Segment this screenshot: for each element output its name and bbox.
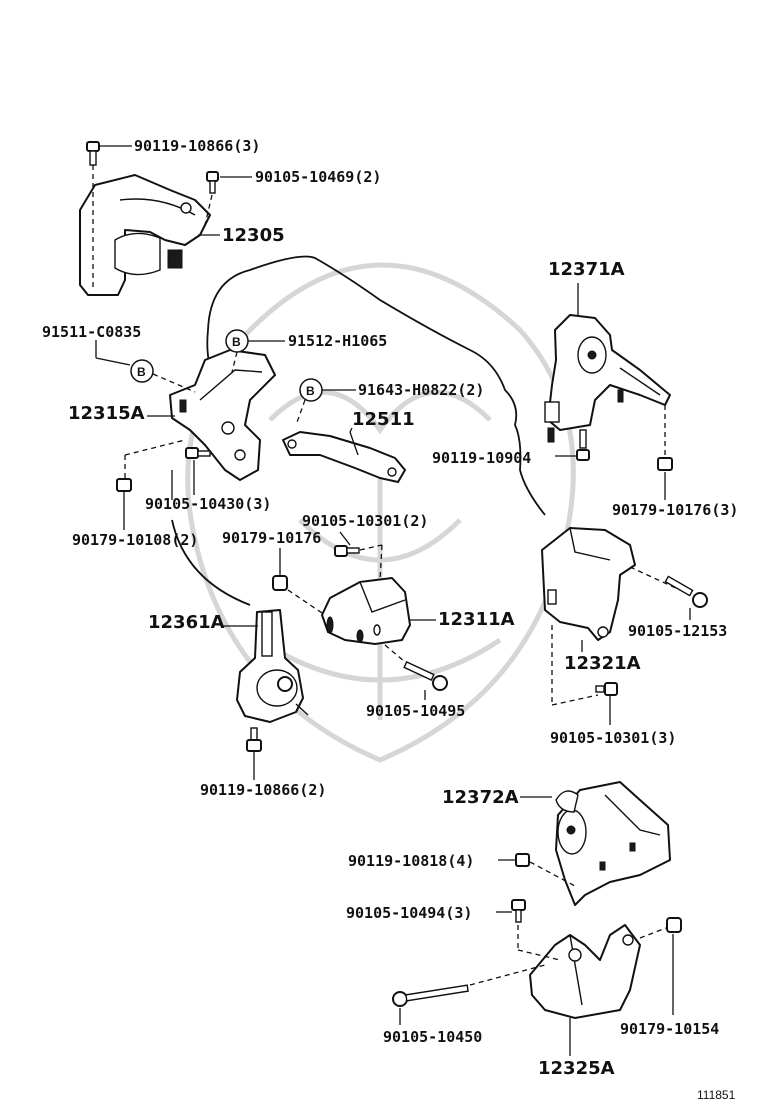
nut-icon bbox=[666, 917, 682, 933]
label-90119-10818-4: 90119-10818(4) bbox=[348, 852, 474, 870]
svg-text:B: B bbox=[232, 335, 241, 349]
bolt-icon bbox=[185, 447, 211, 459]
bolt-icon bbox=[392, 984, 469, 1007]
engine-outline bbox=[207, 255, 546, 516]
label-12371A: 12371A bbox=[548, 259, 625, 280]
nut-icon bbox=[272, 575, 288, 591]
bolt-icon bbox=[511, 899, 526, 923]
engine-mount-12311A bbox=[321, 577, 411, 645]
svg-text:B: B bbox=[137, 365, 146, 379]
label-90105-10430-3: 90105-10430(3) bbox=[145, 495, 271, 513]
label-90179-10176-3: 90179-10176(3) bbox=[612, 501, 738, 519]
label-12321A: 12321A bbox=[564, 653, 641, 674]
engine-mount-12371A bbox=[544, 314, 671, 443]
engine-outline-left bbox=[171, 519, 251, 606]
reference-marker-b: B bbox=[225, 329, 249, 353]
figure-number: 111851 bbox=[697, 1088, 736, 1102]
label-12361A: 12361A bbox=[148, 612, 225, 633]
label-91512-H1065: 91512-H1065 bbox=[288, 332, 387, 350]
label-90119-10904: 90119-10904 bbox=[432, 449, 531, 467]
bolt-icon bbox=[334, 545, 360, 557]
label-12315A: 12315A bbox=[68, 403, 145, 424]
bolt-icon bbox=[206, 171, 219, 194]
label-12372A: 12372A bbox=[442, 787, 519, 808]
label-90105-10494-3: 90105-10494(3) bbox=[346, 904, 472, 922]
label-90105-10495: 90105-10495 bbox=[366, 702, 465, 720]
label-90105-12153: 90105-12153 bbox=[628, 622, 727, 640]
engine-mount-12372A bbox=[555, 781, 671, 906]
nut-icon bbox=[657, 457, 673, 471]
label-12311A: 12311A bbox=[438, 609, 515, 630]
bolt-icon bbox=[576, 429, 590, 461]
bolt-icon bbox=[403, 661, 448, 691]
svg-text:B: B bbox=[306, 384, 315, 398]
label-12305: 12305 bbox=[222, 225, 285, 246]
label-91511-C0835: 91511-C0835 bbox=[42, 323, 141, 341]
engine-mount-12305 bbox=[79, 174, 211, 296]
bracket-12315A bbox=[169, 349, 276, 481]
label-90105-10469-2: 90105-10469(2) bbox=[255, 168, 381, 186]
label-90119-10866-2: 90119-10866(2) bbox=[200, 781, 326, 799]
label-90179-10154: 90179-10154 bbox=[620, 1020, 719, 1038]
label-90179-10108-2: 90179-10108(2) bbox=[72, 531, 198, 549]
reference-marker-b: B bbox=[299, 378, 323, 402]
bolt-icon bbox=[595, 682, 618, 696]
label-90105-10450: 90105-10450 bbox=[383, 1028, 482, 1046]
label-90105-10301-2: 90105-10301(2) bbox=[302, 512, 428, 530]
label-90179-10176: 90179-10176 bbox=[222, 529, 321, 547]
engine-mount-12361A bbox=[236, 609, 309, 723]
stay-12511 bbox=[282, 431, 406, 483]
bracket-12321A bbox=[541, 527, 636, 641]
bolt-icon bbox=[664, 575, 708, 608]
label-12325A: 12325A bbox=[538, 1058, 615, 1079]
nut-icon bbox=[116, 478, 132, 492]
label-90119-10866-3: 90119-10866(3) bbox=[134, 137, 260, 155]
label-90105-10301-3: 90105-10301(3) bbox=[550, 729, 676, 747]
bolt-icon bbox=[246, 727, 262, 752]
bolt-icon bbox=[86, 141, 100, 166]
reference-marker-b: B bbox=[130, 359, 154, 383]
label-12511: 12511 bbox=[352, 409, 415, 430]
bolt-icon bbox=[515, 853, 530, 867]
label-91643-H0822-2: 91643-H0822(2) bbox=[358, 381, 484, 399]
bracket-12325A bbox=[529, 924, 641, 1019]
